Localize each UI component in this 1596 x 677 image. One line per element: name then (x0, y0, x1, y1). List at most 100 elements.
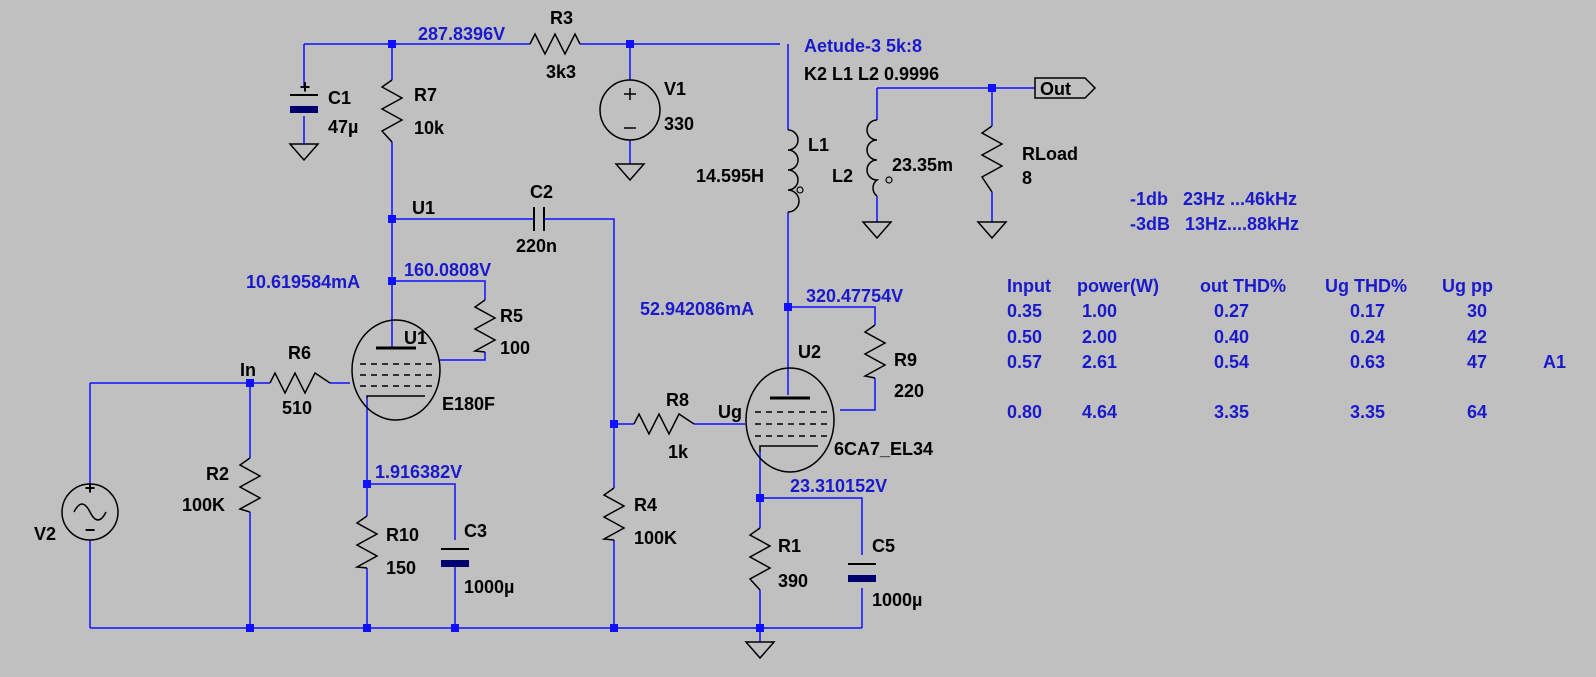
capacitor-c3 (441, 548, 469, 567)
net-voltages: 287.8396V 160.0808V 10.619584mA 1.916382… (246, 24, 903, 496)
r1-value: 390 (778, 571, 808, 591)
table-cell: 0.63 (1350, 352, 1385, 372)
ground-symbols (288, 143, 1008, 660)
table-cell: 0.27 (1214, 301, 1249, 321)
bandwidth-1db: -1db 23Hz ...46kHz (1130, 189, 1297, 209)
table-header-input: Input (1007, 276, 1051, 296)
r8-value: 1k (668, 442, 689, 462)
table-cell: 4.64 (1082, 402, 1117, 422)
r9-value: 220 (894, 381, 924, 401)
inductor-l1 (787, 129, 804, 213)
table-cell: 0.54 (1214, 352, 1249, 372)
l2-name: L2 (832, 166, 853, 186)
r2-name: R2 (206, 464, 229, 484)
r7-name: R7 (414, 85, 437, 105)
resistor-r3 (529, 32, 581, 56)
c5-name: C5 (872, 536, 895, 556)
resistor-r1 (748, 527, 772, 591)
r3-name: R3 (550, 8, 573, 28)
table-row: 0.80 4.64 3.35 3.35 64 (1007, 402, 1487, 422)
u1-value: E180F (442, 394, 495, 414)
capacitor-c1: + (290, 77, 318, 113)
l1-name: L1 (808, 135, 829, 155)
r2-value: 100K (182, 495, 225, 515)
capacitor-c5 (848, 563, 876, 582)
resistor-rload (980, 125, 1004, 193)
c3-value: 1000µ (464, 577, 514, 597)
out-port (1034, 77, 1097, 99)
r10-name: R10 (386, 525, 419, 545)
resistor-r2 (238, 457, 262, 513)
c3-name: C3 (464, 521, 487, 541)
table-cell: 0.24 (1350, 327, 1385, 347)
c5-value: 1000µ (872, 590, 922, 610)
table-cell: 0.40 (1214, 327, 1249, 347)
svg-text:+: + (300, 77, 311, 97)
table-cell: 64 (1467, 402, 1487, 422)
tube-u1 (351, 319, 441, 421)
r4-name: R4 (634, 495, 657, 515)
c2-name: C2 (530, 182, 553, 202)
table-row: 0.35 1.00 0.27 0.17 30 (1007, 301, 1487, 321)
junctions (246, 40, 996, 632)
component-labels: R3 3k3 C1 47µ R7 10k V1 330 C2 220n R5 1… (34, 8, 1078, 610)
table-row: 0.57 2.61 0.54 0.63 47 A1 (1007, 352, 1566, 372)
resistor-r9 (862, 324, 887, 379)
net-voltage-u2-cathode: 23.310152V (790, 476, 887, 496)
rload-name: RLoad (1022, 144, 1078, 164)
net-current-u1-plate: 10.619584mA (246, 272, 360, 292)
table-cell: 0.17 (1350, 301, 1385, 321)
transformer-name: Aetude-3 5k:8 (804, 36, 922, 56)
results-table: Input power(W) out THD% Ug THD% Ug pp 0.… (1007, 276, 1566, 422)
r6-name: R6 (288, 343, 311, 363)
r5-value: 100 (500, 338, 530, 358)
table-cell: 0.80 (1007, 402, 1042, 422)
net-voltage-u2-plate: 320.47754V (806, 286, 903, 306)
r9-name: R9 (894, 350, 917, 370)
table-row: 0.50 2.00 0.40 0.24 42 (1007, 327, 1487, 347)
netlabel-in: In (240, 360, 256, 380)
net-labels: U1 In Ug Out (240, 79, 1071, 422)
r5-name: R5 (500, 306, 523, 326)
bandwidth-notes: -1db 23Hz ...46kHz -3dB 13Hz....88kHz (1130, 189, 1299, 234)
tube-u2 (745, 367, 835, 473)
table-cell: 3.35 (1350, 402, 1385, 422)
net-voltage-top: 287.8396V (418, 24, 505, 44)
v1-value: 330 (664, 114, 694, 134)
table-cell: 1.00 (1082, 301, 1117, 321)
table-cell: 2.61 (1082, 352, 1117, 372)
resistor-r5 (472, 299, 497, 353)
transformer-coupling: K2 L1 L2 0.9996 (804, 64, 939, 84)
svg-text:+: + (85, 478, 96, 498)
table-cell: 2.00 (1082, 327, 1117, 347)
resistor-r6 (269, 371, 331, 395)
ac-source-v2: + − (61, 478, 119, 541)
rload-value: 8 (1022, 168, 1032, 188)
c1-name: C1 (328, 88, 351, 108)
table-cell: 42 (1467, 327, 1487, 347)
svg-text:−: − (85, 520, 96, 540)
l1-value: 14.595H (696, 166, 764, 186)
net-voltage-u1-cathode: 1.916382V (375, 462, 462, 482)
c1-value: 47µ (328, 117, 358, 137)
dc-source-v1 (599, 79, 661, 141)
resistor-r4 (601, 487, 626, 541)
v2-name: V2 (34, 524, 56, 544)
c2-value: 220n (516, 236, 557, 256)
table-header-ug-thd: Ug THD% (1325, 276, 1407, 296)
resistor-r8 (633, 412, 695, 436)
inductor-l2 (866, 119, 893, 197)
v1-name: V1 (664, 79, 686, 99)
netlabel-ug: Ug (718, 402, 742, 422)
table-cell: 0.50 (1007, 327, 1042, 347)
transformer-info: Aetude-3 5k:8 K2 L1 L2 0.9996 (804, 36, 939, 84)
resistor-r7 (380, 79, 404, 143)
netlabel-u1: U1 (412, 198, 435, 218)
r1-name: R1 (778, 536, 801, 556)
u1-name: U1 (404, 328, 427, 348)
netlabel-out: Out (1040, 79, 1071, 99)
net-current-u2-plate: 52.942086mA (640, 299, 754, 319)
r6-value: 510 (282, 398, 312, 418)
table-header-out-thd: out THD% (1200, 276, 1286, 296)
